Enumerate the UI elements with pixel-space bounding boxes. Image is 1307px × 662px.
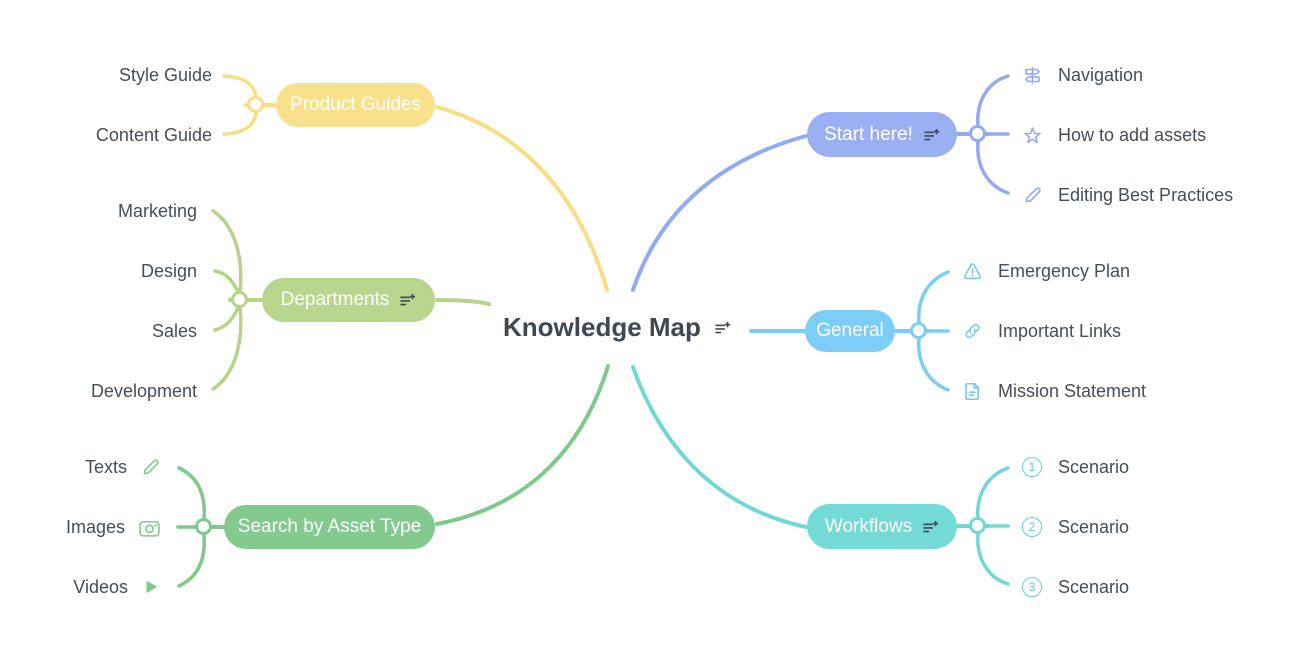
child-label: Scenario: [1058, 576, 1130, 597]
child-label: Design: [140, 260, 197, 281]
branch-node-search-by-asset-type[interactable]: Search by Asset Type: [224, 505, 435, 549]
pencil-icon: [140, 457, 161, 478]
add-note-icon[interactable]: [923, 127, 940, 143]
child-node-content-guide[interactable]: Content Guide: [96, 121, 212, 149]
child-label: Content Guide: [95, 124, 212, 145]
child-label: Scenario: [1058, 516, 1130, 537]
pencil-icon: [1022, 185, 1043, 206]
child-label: Texts: [84, 456, 127, 477]
branch-label: Departments: [280, 289, 390, 310]
child-node-marketing[interactable]: Marketing: [118, 197, 197, 225]
child-node-how-to-add-assets[interactable]: How to add assets: [1022, 121, 1206, 149]
child-label: Editing Best Practices: [1058, 184, 1234, 205]
branch-node-product-guides[interactable]: Product Guides: [276, 83, 435, 127]
number-badge: 1: [1022, 457, 1042, 477]
child-node-scenario-2[interactable]: 2 Scenario: [1022, 513, 1129, 541]
branch-label: Search by Asset Type: [237, 516, 422, 537]
child-label: Images: [65, 516, 125, 537]
child-node-sales[interactable]: Sales: [152, 317, 197, 345]
child-node-texts[interactable]: Texts: [85, 453, 161, 481]
document-icon: [962, 381, 983, 402]
child-node-mission-statement[interactable]: Mission Statement: [962, 377, 1146, 405]
child-node-design[interactable]: Design: [141, 257, 197, 285]
branch-label: Workflows: [824, 515, 913, 537]
collapse-toggle-product-guides[interactable]: [247, 96, 264, 113]
add-note-icon[interactable]: [922, 519, 939, 535]
child-node-emergency-plan[interactable]: Emergency Plan: [962, 257, 1130, 285]
central-topic[interactable]: Knowledge Map: [503, 312, 731, 343]
child-node-scenario-3[interactable]: 3 Scenario: [1022, 573, 1129, 601]
number-badge: 2: [1022, 517, 1042, 537]
link-icon: [962, 321, 983, 342]
child-label: Marketing: [117, 200, 197, 221]
branch-node-departments[interactable]: Departments: [262, 278, 435, 322]
child-node-scenario-1[interactable]: 1 Scenario: [1022, 453, 1129, 481]
play-icon: [141, 577, 161, 597]
child-node-videos[interactable]: Videos: [73, 573, 161, 601]
branch-lines-start-here: [631, 74, 1010, 292]
add-note-icon[interactable]: [399, 292, 416, 308]
number-badge: 3: [1022, 577, 1042, 597]
child-label: Mission Statement: [998, 380, 1147, 401]
branch-lines-workflows: [631, 365, 1010, 586]
child-node-images[interactable]: Images: [66, 513, 161, 541]
child-node-navigation[interactable]: Navigation: [1022, 61, 1143, 89]
child-node-editing-best-practices[interactable]: Editing Best Practices: [1022, 181, 1233, 209]
child-label: Style Guide: [118, 64, 212, 85]
child-node-style-guide[interactable]: Style Guide: [119, 61, 212, 89]
collapse-toggle-workflows[interactable]: [969, 517, 986, 534]
branch-lines-search: [176, 364, 610, 588]
branch-label: General: [816, 320, 884, 341]
collapse-toggle-start-here[interactable]: [969, 125, 986, 142]
star-icon: [1022, 125, 1043, 146]
collapse-toggle-search[interactable]: [195, 518, 212, 535]
child-node-important-links[interactable]: Important Links: [962, 317, 1121, 345]
child-label: Important Links: [998, 320, 1122, 341]
child-label: Navigation: [1058, 64, 1144, 85]
branch-node-start-here[interactable]: Start here!: [807, 112, 957, 157]
camera-icon: [138, 517, 161, 538]
collapse-toggle-departments[interactable]: [231, 291, 248, 308]
branch-node-workflows[interactable]: Workflows: [807, 504, 957, 549]
branch-label: Product Guides: [290, 94, 421, 115]
add-note-icon[interactable]: [714, 320, 731, 336]
child-label: How to add assets: [1058, 124, 1207, 145]
child-label: Scenario: [1058, 456, 1130, 477]
child-node-development[interactable]: Development: [91, 377, 197, 405]
child-label: Sales: [151, 320, 197, 341]
branch-label: Start here!: [824, 123, 913, 145]
central-topic-label: Knowledge Map: [503, 312, 701, 342]
warning-icon: [962, 261, 983, 282]
collapse-toggle-general[interactable]: [910, 322, 927, 339]
child-label: Emergency Plan: [998, 260, 1131, 281]
child-label: Development: [90, 380, 197, 401]
signpost-icon: [1022, 65, 1043, 86]
child-label: Videos: [73, 576, 128, 597]
branch-node-general[interactable]: General: [805, 310, 895, 352]
